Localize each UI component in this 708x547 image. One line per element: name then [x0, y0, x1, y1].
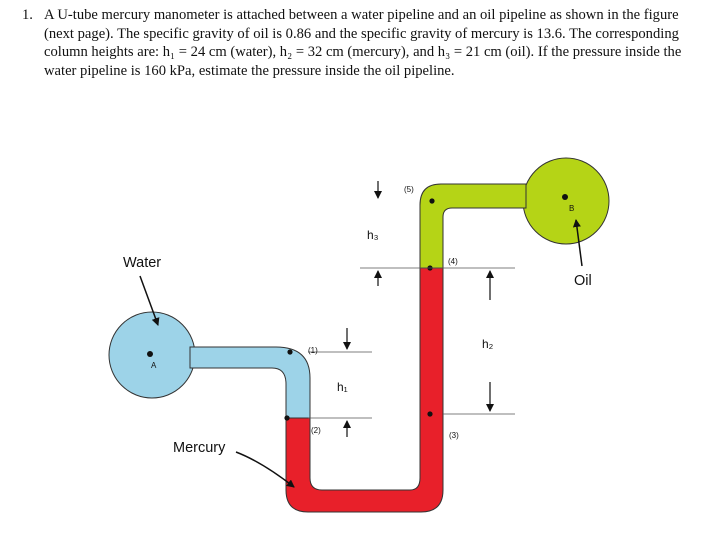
water-label: Water [123, 255, 161, 271]
point-5-dot [429, 198, 435, 204]
point-a-dot [147, 351, 153, 357]
oil-column [419, 183, 527, 269]
point-1-label: (1) [308, 346, 318, 355]
point-5-label: (5) [404, 185, 414, 194]
water-column [189, 346, 311, 419]
oil-pointer-arrow [572, 219, 583, 267]
oil-label: Oil [574, 273, 592, 289]
h1-label: h₁ [337, 380, 348, 394]
point-3-label: (3) [449, 431, 459, 440]
h2-label: h₂ [482, 337, 494, 351]
point-1-dot [287, 349, 293, 355]
problem-statement: 1. A U-tube mercury manometer is attache… [22, 6, 692, 80]
h3-label: h₃ [367, 228, 379, 242]
point-3-dot [427, 411, 433, 417]
point-b-dot [562, 194, 568, 200]
point-2-label: (2) [311, 426, 321, 435]
point-2-dot [284, 415, 290, 421]
point-4-label: (4) [448, 257, 458, 266]
point-a-label: A [151, 361, 157, 370]
mercury-label: Mercury [173, 440, 226, 456]
oil-pipeline [522, 157, 610, 245]
problem-text: A U-tube mercury manometer is attached b… [44, 7, 682, 79]
problem-number: 1. [22, 7, 33, 23]
water-pointer-arrow [139, 275, 160, 326]
mercury-pointer-arrow [235, 451, 295, 488]
point-b-label: B [569, 204, 574, 213]
